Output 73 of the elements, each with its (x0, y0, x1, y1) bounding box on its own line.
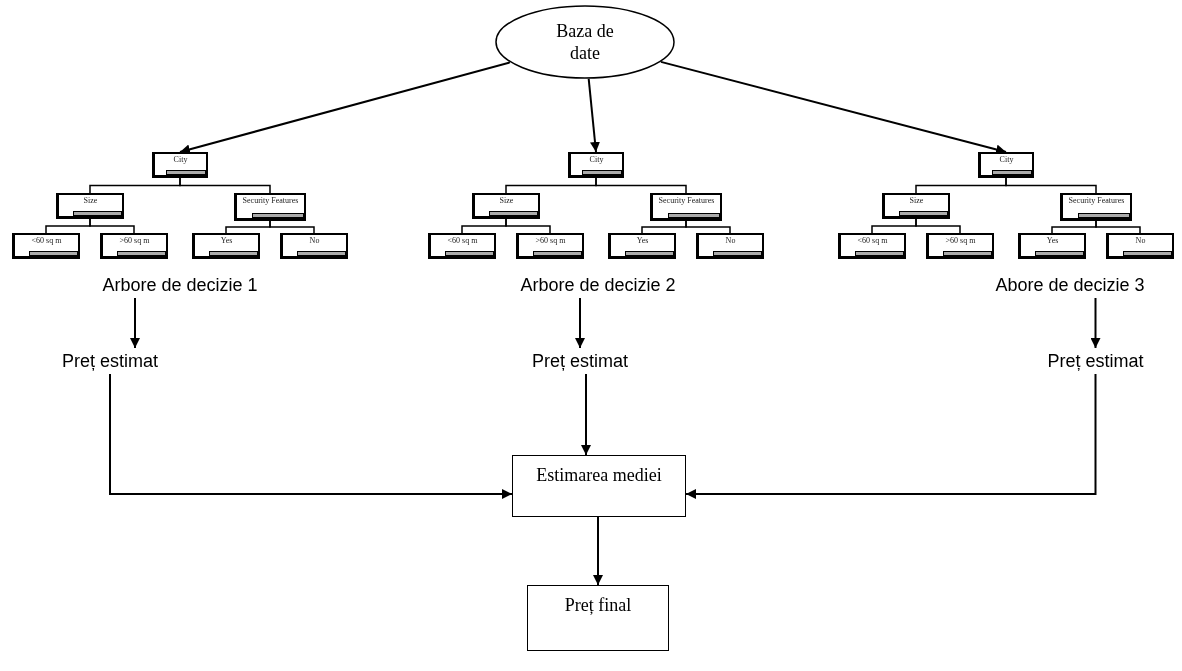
node-label: Size (82, 196, 99, 205)
tree-node-box (838, 233, 906, 259)
arrow (575, 297, 585, 349)
tree-node-box (234, 193, 306, 221)
arrow (1090, 297, 1101, 349)
node-label: Yes (635, 236, 650, 245)
node-label: No (1134, 236, 1147, 245)
process-box (527, 585, 669, 651)
tree-node-box (1106, 233, 1174, 259)
node-label: <60 sq m (30, 236, 63, 245)
tree-node-box (1060, 193, 1132, 221)
text-label: Preț estimat (532, 350, 628, 372)
tree-connector (269, 220, 315, 234)
tree-node-box (428, 233, 496, 259)
tree-node-box (192, 233, 260, 259)
node-label: Security Features (1067, 196, 1126, 205)
tree-node-box (472, 193, 540, 219)
tree-node-box (56, 193, 124, 219)
node-label: Size (498, 196, 515, 205)
node-label: Baza de date (555, 20, 615, 64)
node-label: No (308, 236, 321, 245)
tree-node-box (882, 193, 950, 219)
tree-connector (915, 218, 961, 234)
arrow (659, 60, 1007, 155)
tree-node-box (650, 193, 722, 221)
tree-node-box (978, 152, 1034, 178)
node-label: Security Features (241, 196, 300, 205)
arrow (685, 373, 1097, 499)
tree-connector (179, 177, 271, 194)
tree-node-box (1018, 233, 1086, 259)
tree-node-box (516, 233, 584, 259)
node-label: Yes (219, 236, 234, 245)
arrow (581, 373, 591, 456)
node-label: Yes (1045, 236, 1060, 245)
database-ellipse (495, 5, 675, 79)
process-box (512, 455, 686, 517)
tree-node-box (696, 233, 764, 259)
node-label: >60 sq m (534, 236, 567, 245)
text-label: Preț estimat (62, 350, 158, 372)
arrow (593, 516, 603, 586)
text-label: Abore de decizie 3 (995, 274, 1145, 296)
arrow (587, 77, 600, 153)
node-label: No (724, 236, 737, 245)
arrow (179, 61, 511, 155)
tree-connector (1005, 177, 1097, 194)
node-label: >60 sq m (944, 236, 977, 245)
tree-connector (595, 177, 687, 194)
tree-node-box (568, 152, 624, 178)
text-label: Arbore de decizie 2 (520, 274, 676, 296)
tree-node-box (608, 233, 676, 259)
tree-node-box (926, 233, 994, 259)
node-label: City (172, 155, 189, 164)
tree-connector (89, 218, 135, 234)
node-label: >60 sq m (118, 236, 151, 245)
tree-node-box (100, 233, 168, 259)
tree-connector (1095, 220, 1141, 234)
node-label: <60 sq m (856, 236, 889, 245)
tree-node-box (12, 233, 80, 259)
node-label: City (588, 155, 605, 164)
arrow (109, 373, 513, 499)
node-label: City (998, 155, 1015, 164)
text-label: Preț estimat (1047, 350, 1144, 372)
tree-connector (685, 220, 731, 234)
tree-node-box (152, 152, 208, 178)
arrow (130, 297, 140, 349)
node-label: Preț final (564, 594, 632, 616)
node-label: <60 sq m (446, 236, 479, 245)
node-label: Size (908, 196, 925, 205)
tree-node-box (280, 233, 348, 259)
tree-connector (505, 218, 551, 234)
node-label: Security Features (657, 196, 716, 205)
text-label: Arbore de decizie 1 (102, 274, 258, 296)
node-label: Estimarea mediei (536, 464, 662, 486)
